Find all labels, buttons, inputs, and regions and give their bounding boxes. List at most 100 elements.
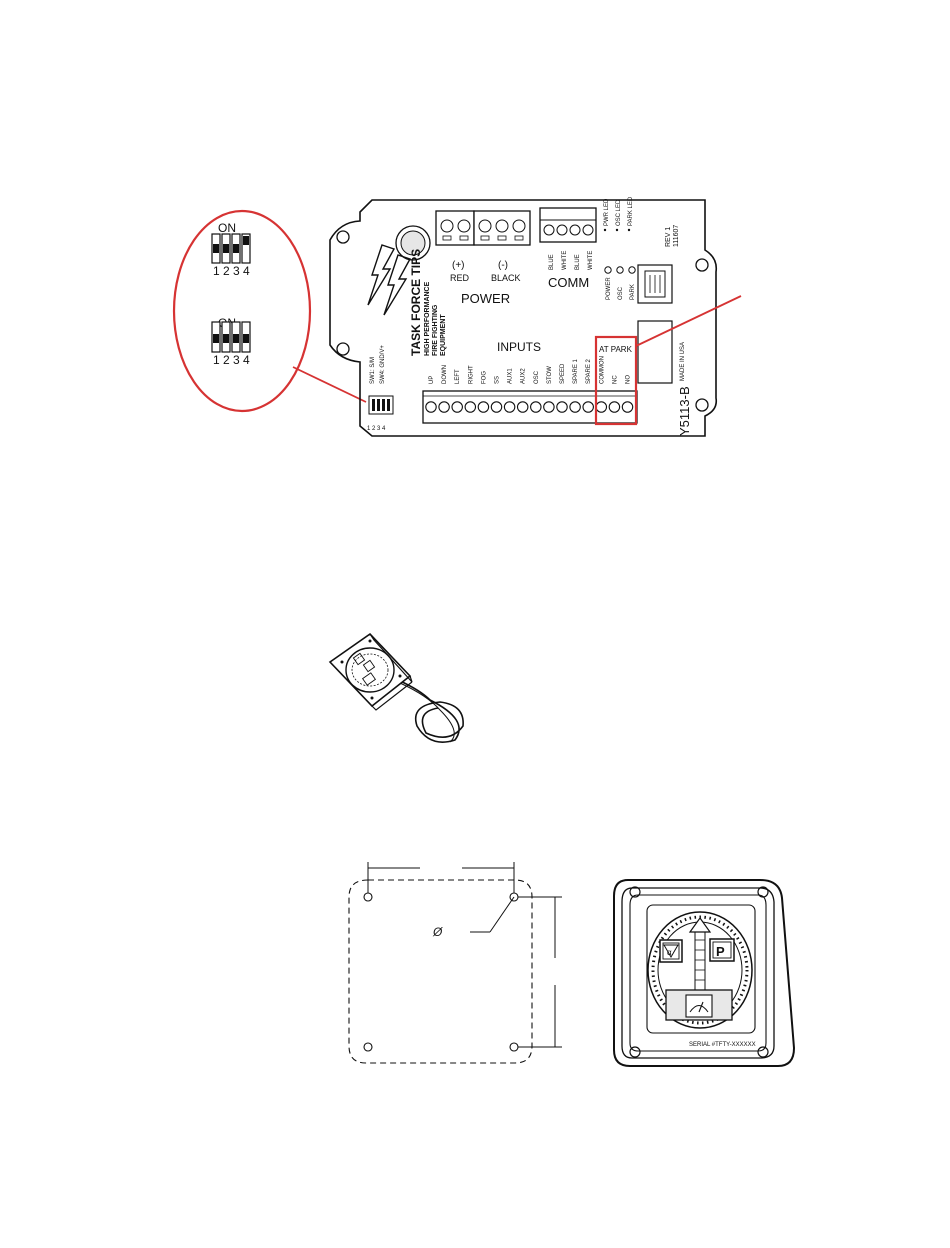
- terminal-label: SPARE 1: [573, 358, 579, 384]
- rev-date: 111607: [673, 225, 680, 247]
- switch-label-1: SW1: S/M: [370, 357, 376, 384]
- terminal-screw-icon: [490, 401, 503, 413]
- dip-switch-bottom: ON 1 2 3 4: [211, 316, 251, 367]
- terminal-screw-icon: [451, 401, 463, 413]
- comm-wire-1: BLUE: [549, 254, 555, 270]
- screw-icon: [629, 1046, 641, 1058]
- made-in-label: MADE IN USA: [680, 342, 686, 381]
- side-block: [637, 320, 673, 384]
- comm-wire-2: WHITE: [562, 251, 568, 270]
- brand-tagline-1: HIGH PERFORMANCE: [424, 281, 431, 356]
- terminal-label: FOG: [481, 371, 487, 384]
- mount-hole-icon: [695, 258, 709, 272]
- ribbon-connector-icon: [637, 264, 673, 304]
- brand-name: TASK FORCE TIPS: [409, 249, 423, 356]
- dip-bottom-num-3: 3: [233, 353, 240, 367]
- control-panel-detail: α P SERIAL #TFTY-XXXXXX: [613, 879, 796, 1067]
- terminal-screw-icon: [543, 401, 555, 413]
- mount-hole-icon: [336, 342, 350, 356]
- dip-top-on-label: ON: [218, 221, 236, 235]
- pressure-gauge-icon: [665, 989, 733, 1021]
- terminal-screw-icon: [621, 401, 634, 413]
- dip-top-num-1: 1: [213, 264, 220, 278]
- terminal-screw-icon: [530, 401, 542, 413]
- switch-label-2: SW4: GND/V+: [380, 345, 386, 384]
- terminal-screw-icon: [582, 401, 594, 413]
- terminal-label: AUX1: [508, 368, 514, 384]
- cutout-outline: [348, 879, 533, 1064]
- buzzer-icon: [395, 225, 431, 261]
- terminal-label: LEFT: [455, 369, 461, 384]
- power-title: POWER: [461, 291, 510, 306]
- dip-switch-top: ON 1 2 3 4: [211, 221, 251, 278]
- terminal-label: SS: [495, 376, 501, 384]
- comm-wire-4: WHITE: [588, 251, 594, 270]
- terminal-screw-icon: [569, 401, 581, 413]
- terminal-label: AUX2: [521, 368, 527, 384]
- led-label-park: PARK: [630, 284, 636, 300]
- park-button-label: P: [716, 944, 725, 959]
- terminal-screw-icon: [608, 401, 621, 413]
- part-number: Y5113-B: [677, 386, 692, 436]
- mounting-template: Ø: [348, 862, 562, 1064]
- comm-title: COMM: [548, 275, 589, 290]
- brand-tagline-3: EQUIPMENT: [440, 314, 447, 356]
- terminal-label: SPARE 2: [586, 358, 592, 384]
- led-side-label-3: PARK LED: [628, 196, 634, 226]
- input-terminal-block: [422, 390, 638, 424]
- terminal-screw-icon: [464, 401, 477, 413]
- park-led-icon: [628, 266, 636, 274]
- left-nozzle-button[interactable]: α: [659, 939, 683, 963]
- at-park-title: AT PARK: [599, 345, 633, 354]
- terminal-screw-icon: [425, 401, 437, 413]
- mount-hole-icon: [363, 892, 373, 902]
- circuit-board: TASK FORCE TIPS HIGH PERFORMANCE FIRE FI…: [329, 196, 742, 437]
- control-panel-with-cable: [328, 632, 464, 743]
- terminal-label: OSC: [534, 370, 540, 384]
- led-side-label-1: PWR LED: [604, 198, 610, 226]
- comm-wire-3: BLUE: [575, 254, 581, 270]
- terminal-label: NC: [612, 375, 618, 384]
- brand-tagline-2: FIRE FIGHTING: [432, 304, 439, 356]
- comm-terminal-block: [539, 207, 597, 243]
- terminal-label: STOW: [547, 366, 553, 384]
- dip-top-num-4: 4: [243, 264, 250, 278]
- terminal-screw-icon: [503, 401, 516, 413]
- terminal-screw-icon: [556, 401, 568, 413]
- dial-ring: [647, 911, 753, 1029]
- terminal-label: RIGHT: [468, 365, 474, 384]
- inputs-title: INPUTS: [497, 340, 541, 354]
- rev-label: REV 1: [665, 227, 672, 247]
- board-dip-numbers: 1 2 3 4: [367, 426, 386, 432]
- terminal-screw-icon: [477, 401, 490, 413]
- board-outline: [329, 199, 718, 437]
- dip-switch-zoom-callout: ON 1 2 3 4 ON 1 2 3: [172, 209, 367, 413]
- up-arrow-icon: [688, 916, 712, 933]
- power-led-icon: [604, 266, 612, 274]
- led-label-osc: OSC: [618, 286, 624, 300]
- board-dip-switch-icon: [368, 395, 394, 415]
- dip-bottom-num-1: 1: [213, 353, 220, 367]
- terminal-label: DOWN: [442, 365, 448, 384]
- power-pos-label: (+): [452, 260, 465, 271]
- terminal-screw-icon: [438, 401, 450, 413]
- dip-bottom-num-4: 4: [243, 353, 250, 367]
- dip-bottom-num-2: 2: [223, 353, 230, 367]
- dip-top-num-2: 2: [223, 264, 230, 278]
- tft-logo-icon: [367, 244, 412, 316]
- screw-icon: [757, 1046, 769, 1058]
- serial-number: SERIAL #TFTY-XXXXXX: [689, 1042, 756, 1048]
- osc-led-icon: [616, 266, 624, 274]
- led-label-power: POWER: [606, 277, 612, 300]
- at-park-highlight: [594, 335, 638, 426]
- power-neg-color: BLACK: [491, 273, 521, 283]
- power-neg-label: (-): [498, 260, 508, 271]
- at-park-leader-line: [635, 295, 742, 347]
- power-pos-color: RED: [450, 273, 470, 283]
- mount-hole-icon: [336, 230, 350, 244]
- park-button[interactable]: P: [709, 938, 735, 962]
- terminal-screw-icon: [516, 401, 529, 413]
- diameter-symbol: Ø: [432, 925, 443, 939]
- led-side-label-2: OSC LED: [616, 199, 622, 226]
